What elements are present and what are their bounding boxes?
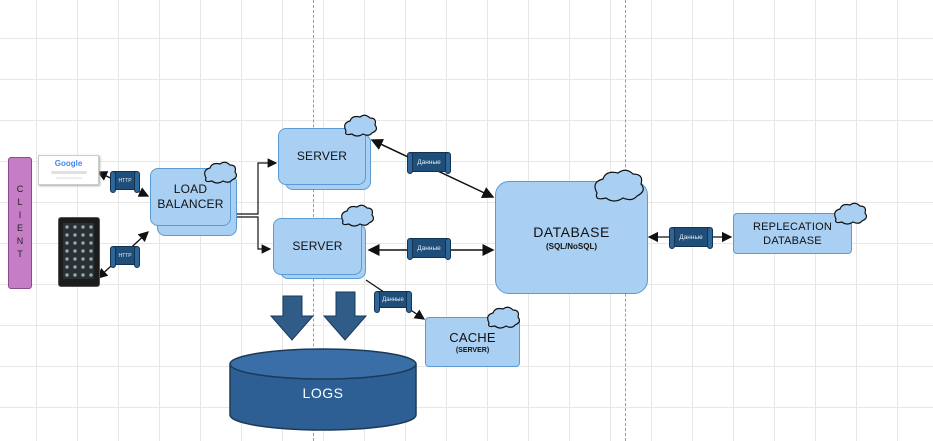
http-tag-top: HTTP (110, 171, 140, 193)
cache-subtitle: (SERVER) (455, 347, 490, 354)
replication-database: REPLECATION DATABASE (733, 213, 852, 254)
data-tag-server-bottom: Данные (407, 238, 451, 260)
edge-lb-server-top (236, 158, 278, 215)
logs-cylinder-top (229, 348, 417, 380)
edge-lb-server-bottom (236, 216, 272, 254)
data-tag-cache: Данные (374, 291, 412, 313)
server-bottom: SERVER (273, 218, 362, 275)
data-tag-server-top: Данные (407, 152, 451, 174)
server-top: SERVER (278, 128, 366, 185)
cache: CACHE (SERVER) (425, 317, 520, 367)
load-balancer: LOAD BALANCER (150, 168, 231, 226)
database-title: DATABASE (533, 224, 610, 240)
data-tag-replication: Данные (669, 227, 713, 249)
load-balancer-label-2: BALANCER (157, 197, 224, 211)
logs-cylinder-body (229, 364, 417, 431)
load-balancer-label-1: LOAD (173, 182, 208, 196)
replication-label-1: REPLECATION (752, 220, 832, 233)
http-tag-bottom: HTTP (110, 246, 140, 268)
server-top-label: SERVER (296, 149, 348, 163)
browser-logo: Google (54, 159, 83, 168)
log-arrow-left-icon (269, 295, 315, 341)
replication-label-2: DATABASE (763, 234, 822, 247)
mobile-device-icon (58, 217, 100, 287)
log-arrow-right-icon (322, 291, 368, 341)
database-subtitle: (SQL/NoSQL) (545, 242, 598, 251)
client-label: CLIENT (15, 184, 25, 262)
cache-title: CACHE (449, 330, 496, 345)
database: DATABASE (SQL/NoSQL) (495, 181, 648, 294)
browser-window-icon: Google (38, 155, 99, 185)
client-bar: CLIENT (8, 157, 32, 289)
server-bottom-label: SERVER (292, 239, 343, 253)
logs-label: LOGS (302, 385, 344, 401)
